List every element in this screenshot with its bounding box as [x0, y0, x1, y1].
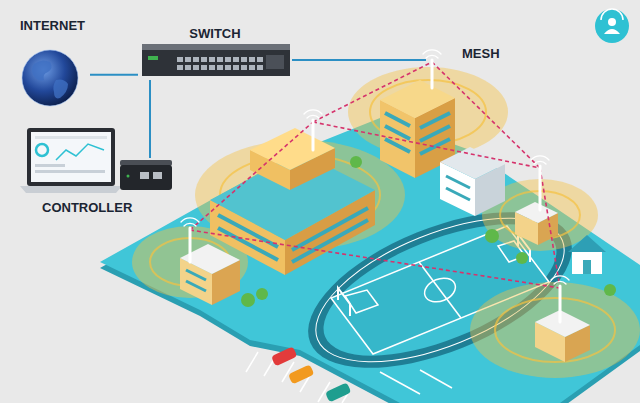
logo-badge: [595, 9, 629, 43]
controller-device: [120, 160, 172, 190]
switch-icon: [142, 44, 290, 76]
network-cable: [90, 74, 138, 76]
controller-node: CONTROLLER: [38, 158, 175, 216]
cars: [271, 346, 351, 402]
device-label: INTERNET: [20, 18, 85, 34]
corner-building: [535, 310, 590, 362]
network-cable: [149, 80, 151, 158]
switch-node: SWITCH: [138, 26, 292, 80]
house: [568, 235, 606, 274]
main-building: [210, 128, 375, 275]
globe-icon: [22, 50, 78, 106]
access-points: [181, 50, 569, 322]
white-building: [440, 147, 505, 216]
internet-node: INTERNET: [15, 18, 90, 108]
laptop-icon: [20, 128, 122, 193]
network-label: MESH: [462, 46, 500, 62]
uplink-wire: [292, 59, 426, 61]
coverage-zones: [132, 67, 640, 378]
device-label: SWITCH: [189, 26, 240, 42]
mesh-links: [190, 62, 560, 288]
device-label: CONTROLLER: [42, 200, 132, 216]
